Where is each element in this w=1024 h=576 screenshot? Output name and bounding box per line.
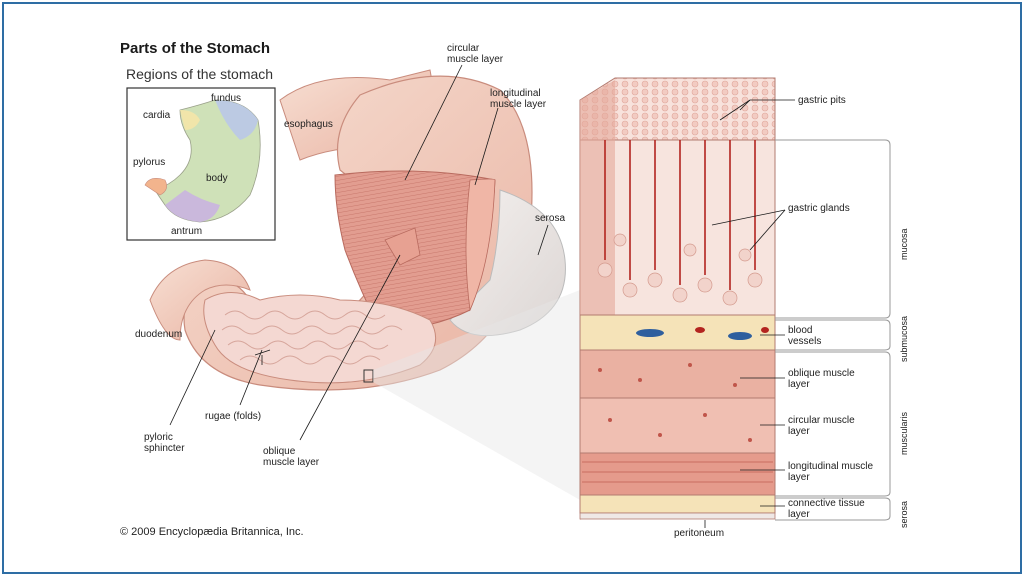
serosa-flap [449, 189, 566, 337]
label-fundus: fundus [211, 93, 242, 104]
page-title: Parts of the Stomach [120, 40, 271, 57]
label-peritoneum: peritoneum [674, 528, 725, 539]
magnify-funnel [373, 290, 580, 500]
label-circular-muscle: circular muscle layer [447, 43, 504, 65]
label-gastric-pits: gastric pits [798, 95, 846, 106]
label-rugae: rugae (folds) [205, 411, 262, 422]
label-esophagus: esophagus [284, 119, 333, 130]
label-section-circular: circular muscle layer [788, 415, 855, 437]
label-mucosa: mucosa [899, 228, 909, 260]
leader-lines [169, 64, 795, 528]
layer-brackets [775, 139, 891, 521]
tissue-peritoneum [579, 512, 776, 520]
label-longitudinal-muscle: longitudinal muscle layer [490, 88, 547, 110]
label-pyloric-sphincter: pyloric sphincter [144, 432, 185, 454]
label-layer-serosa: serosa [899, 500, 909, 528]
label-oblique-muscle: oblique muscle layer [263, 446, 320, 468]
blood-vessel-marks [636, 327, 769, 340]
muscle-cells [598, 363, 752, 442]
label-duodenum: duodenum [135, 329, 183, 340]
magnify-box [363, 369, 374, 383]
label-submucosa: submucosa [899, 315, 909, 362]
label-cardia: cardia [143, 110, 171, 121]
tissue-connective [579, 494, 776, 514]
duodenum-shape [149, 259, 251, 341]
gastric-glands [604, 140, 756, 290]
label-pylorus: pylorus [133, 157, 166, 168]
label-antrum: antrum [171, 226, 203, 237]
inset-title: Regions of the stomach [126, 66, 274, 82]
label-body: body [206, 173, 228, 184]
tissue-oblique [579, 349, 776, 399]
label-connective-tissue: connective tissue layer [788, 498, 865, 520]
label-gastric-glands: gastric glands [788, 203, 850, 214]
label-section-oblique: oblique muscle layer [788, 368, 855, 390]
label-serosa: serosa [535, 213, 566, 224]
copyright-notice: © 2009 Encyclopædia Britannica, Inc. [120, 526, 304, 538]
longitudinal-lines [582, 461, 773, 483]
label-muscularis: muscularis [899, 411, 909, 455]
label-blood-vessels: blood vessels [788, 325, 822, 347]
tissue-circular [579, 397, 776, 454]
label-section-longitudinal: longitudinal muscle layer [788, 461, 874, 483]
tissue-longitudinal [579, 452, 776, 496]
